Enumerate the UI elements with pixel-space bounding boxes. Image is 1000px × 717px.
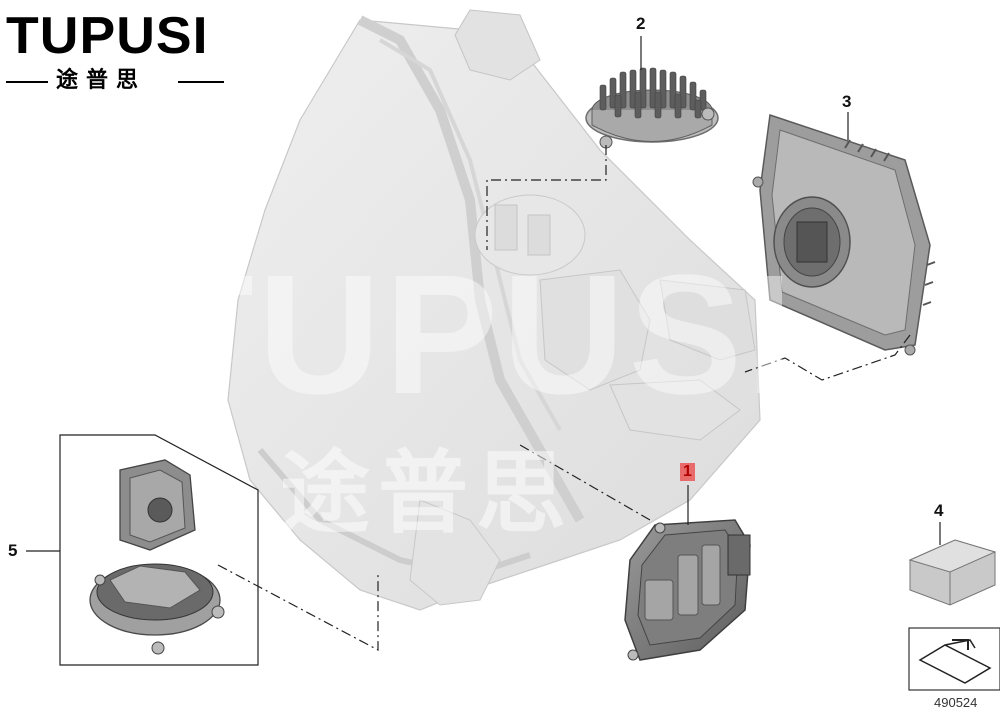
small-part-box-icon (908, 539, 997, 606)
driver-module-icon (624, 519, 751, 661)
callout-3[interactable]: 3 (842, 92, 852, 111)
part-5-box (59, 434, 259, 666)
control-unit-icon (752, 114, 936, 356)
brand-rule-left (6, 81, 48, 83)
headlight-housing-icon (227, 9, 761, 611)
brand-subtitle: 途普思 (56, 68, 147, 93)
brand-name: TUPUSI (6, 7, 209, 65)
leader-lines (26, 36, 941, 651)
led-module-icon (585, 67, 719, 149)
callout-1[interactable]: 1 (680, 463, 695, 481)
callout-2[interactable]: 2 (636, 14, 646, 33)
callout-4[interactable]: 4 (934, 501, 944, 520)
brand-subtitle-row: 途普思 (6, 68, 226, 94)
orientation-arrow-icon (908, 627, 1000, 691)
brand-rule-right (178, 81, 224, 83)
callout-5[interactable]: 5 (8, 541, 18, 560)
diagram-id: 490524 (934, 695, 978, 710)
brand-logo: TUPUSI 途普思 (6, 6, 226, 96)
